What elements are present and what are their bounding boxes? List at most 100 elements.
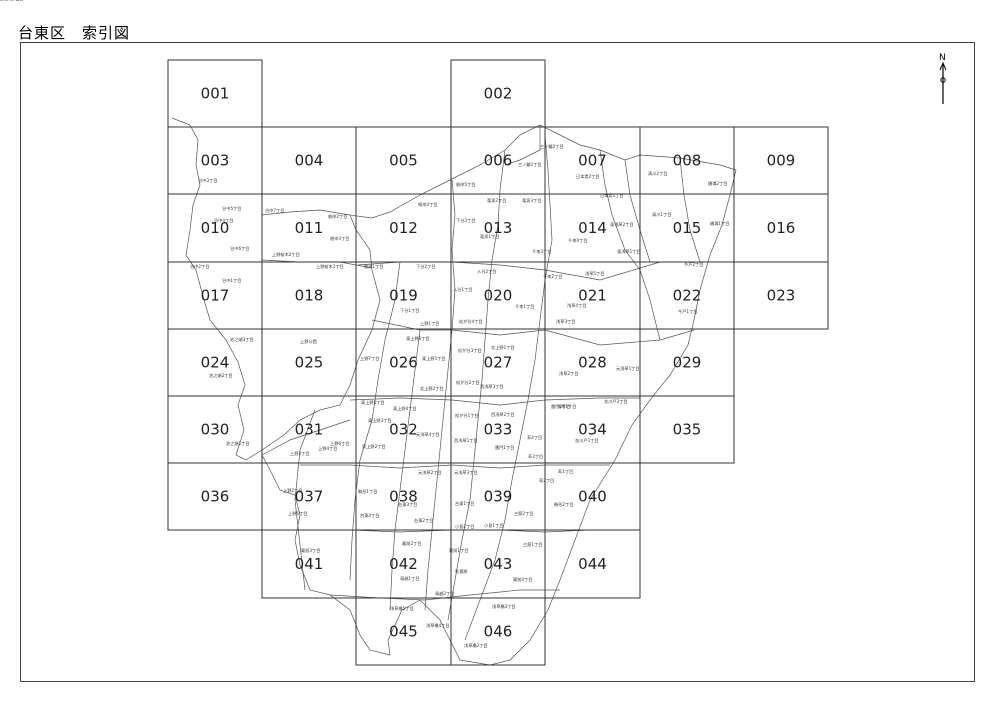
grid-cell-002[interactable]: 002 bbox=[450, 59, 546, 128]
grid-cell-number: 035 bbox=[673, 421, 702, 439]
grid-cell-001[interactable]: 001 bbox=[167, 59, 263, 128]
town-label: 根岸1丁目 bbox=[364, 263, 383, 270]
grid-cell-number: 030 bbox=[201, 421, 230, 439]
grid-cell-028[interactable]: 028 bbox=[544, 328, 641, 397]
town-label: 橋場1丁目 bbox=[710, 220, 729, 227]
grid-cell-border bbox=[544, 529, 641, 599]
town-label: 下谷1丁目 bbox=[400, 307, 419, 314]
town-label: 谷中5丁目 bbox=[222, 205, 241, 212]
grid-cell-number: 012 bbox=[389, 219, 418, 237]
grid-cell-number: 005 bbox=[389, 152, 418, 170]
town-label: 谷中2丁目 bbox=[190, 263, 209, 270]
grid-cell-003[interactable]: 003 bbox=[167, 126, 263, 195]
town-label: 上野4丁目 bbox=[318, 445, 337, 452]
grid-cell-number: 020 bbox=[484, 287, 513, 305]
grid-cell-013[interactable]: 013 bbox=[450, 193, 546, 263]
grid-cell-number: 043 bbox=[484, 555, 513, 573]
town-label: 北上野1丁目 bbox=[491, 344, 515, 351]
grid-cell-035[interactable]: 035 bbox=[639, 395, 735, 464]
town-label: 浅草橋2丁目 bbox=[464, 642, 488, 649]
grid-cell-number: 026 bbox=[389, 354, 418, 372]
grid-cell-number: 028 bbox=[578, 354, 607, 372]
grid-cell-030[interactable]: 030 bbox=[167, 395, 263, 464]
grid-cell-016[interactable]: 016 bbox=[733, 193, 829, 263]
grid-cell-004[interactable]: 004 bbox=[261, 126, 357, 195]
town-label: 鳥越2丁目 bbox=[435, 590, 454, 597]
grid-cell-number: 033 bbox=[484, 421, 513, 439]
grid-cell-015[interactable]: 015 bbox=[639, 193, 735, 263]
town-label: 台東3丁目 bbox=[398, 501, 417, 508]
grid-cell-029[interactable]: 029 bbox=[639, 328, 735, 397]
grid-cell-043[interactable]: 043 bbox=[450, 529, 546, 599]
town-label: 雷門1丁目 bbox=[495, 445, 514, 451]
town-label: 三ノ輪2丁目 bbox=[540, 143, 564, 150]
grid-cell-number: 007 bbox=[578, 152, 607, 170]
grid-cell-number: 034 bbox=[578, 421, 607, 439]
town-label: 入谷2丁目 bbox=[477, 268, 496, 275]
grid-cell-number: 022 bbox=[673, 287, 702, 305]
town-label: 花川戸2丁目 bbox=[604, 398, 628, 405]
grid-cell-019[interactable]: 019 bbox=[355, 261, 452, 330]
town-label: 清川2丁目 bbox=[648, 170, 667, 177]
grid-cell-number: 031 bbox=[295, 421, 324, 439]
grid-cell-009[interactable]: 009 bbox=[733, 126, 829, 195]
town-label: 小島1丁目 bbox=[484, 522, 503, 529]
town-label: 台東1丁目 bbox=[455, 500, 474, 507]
grid-cell-046[interactable]: 046 bbox=[450, 597, 546, 666]
town-label: 千束3丁目 bbox=[532, 248, 551, 255]
grid-cell-010[interactable]: 010 bbox=[167, 193, 263, 263]
grid-cell-number: 016 bbox=[767, 219, 796, 237]
town-label: 竜泉1丁目 bbox=[480, 233, 499, 240]
grid-cell-number: 039 bbox=[484, 488, 513, 506]
town-label: 小島2丁目 bbox=[455, 523, 474, 530]
map-frame bbox=[20, 42, 975, 682]
town-label: 入谷1丁目 bbox=[453, 286, 472, 293]
grid-cell-number: 021 bbox=[578, 287, 607, 305]
town-label: 蔵前3丁目 bbox=[301, 547, 320, 554]
town-label: 浅草3丁目 bbox=[556, 318, 575, 325]
town-label: 池之端3丁目 bbox=[230, 336, 254, 343]
grid-cell-023[interactable]: 023 bbox=[733, 261, 829, 330]
town-label: 蔵前4丁目 bbox=[513, 576, 532, 583]
town-label: 上野桜木1丁目 bbox=[316, 263, 344, 270]
grid-cell-017[interactable]: 017 bbox=[167, 261, 263, 330]
grid-cell-005[interactable]: 005 bbox=[355, 126, 452, 195]
town-label: 北上野2丁目 bbox=[420, 385, 444, 392]
grid-cell-044[interactable]: 044 bbox=[544, 529, 641, 599]
town-label: 三ノ輪1丁目 bbox=[518, 161, 542, 168]
grid-cell-number: 032 bbox=[389, 421, 418, 439]
town-label: 上野5丁目 bbox=[288, 510, 307, 517]
town-label: 日本堤2丁目 bbox=[576, 173, 600, 180]
ward-boundaries bbox=[171, 117, 737, 666]
town-label: 谷中4丁目 bbox=[214, 217, 233, 224]
grid-cell-007[interactable]: 007 bbox=[544, 126, 641, 195]
town-label: 上野桜木2丁目 bbox=[272, 251, 300, 258]
town-label: 日本堤1丁目 bbox=[600, 192, 624, 199]
grid-cell-number: 044 bbox=[578, 555, 607, 573]
town-label: 松が谷4丁目 bbox=[459, 318, 483, 325]
grid-cell-037[interactable]: 037 bbox=[261, 462, 357, 531]
grid-cell-018[interactable]: 018 bbox=[261, 261, 357, 330]
grid-cell-number: 019 bbox=[389, 287, 418, 305]
town-label: 竜泉2丁目 bbox=[487, 197, 506, 204]
town-label: 池之端2丁目 bbox=[209, 372, 233, 379]
grid-cell-number: 006 bbox=[484, 152, 513, 170]
town-label: 寿1丁目 bbox=[558, 468, 573, 475]
grid-cell-number: 002 bbox=[484, 85, 513, 103]
grid-cell-number: 023 bbox=[767, 287, 796, 305]
town-label: 元浅草1丁目 bbox=[616, 365, 640, 372]
grid-cell-036[interactable]: 036 bbox=[167, 462, 263, 531]
grid-cell-033[interactable]: 033 bbox=[450, 395, 546, 464]
town-label: 橋場2丁目 bbox=[708, 180, 727, 187]
grid-cell-number: 017 bbox=[201, 287, 230, 305]
grid-cell-022[interactable]: 022 bbox=[639, 261, 735, 330]
town-label: 三筋1丁目 bbox=[523, 541, 542, 548]
town-label: 東上野3丁目 bbox=[368, 417, 392, 424]
north-label: N bbox=[939, 53, 946, 63]
town-label: 浅草橋4丁目 bbox=[426, 622, 450, 629]
town-label: 根岸3丁目 bbox=[330, 235, 349, 242]
town-label: 上野7丁目 bbox=[360, 355, 379, 362]
town-label: 上野1丁目 bbox=[420, 320, 439, 327]
town-label: 東上野2丁目 bbox=[362, 443, 386, 450]
